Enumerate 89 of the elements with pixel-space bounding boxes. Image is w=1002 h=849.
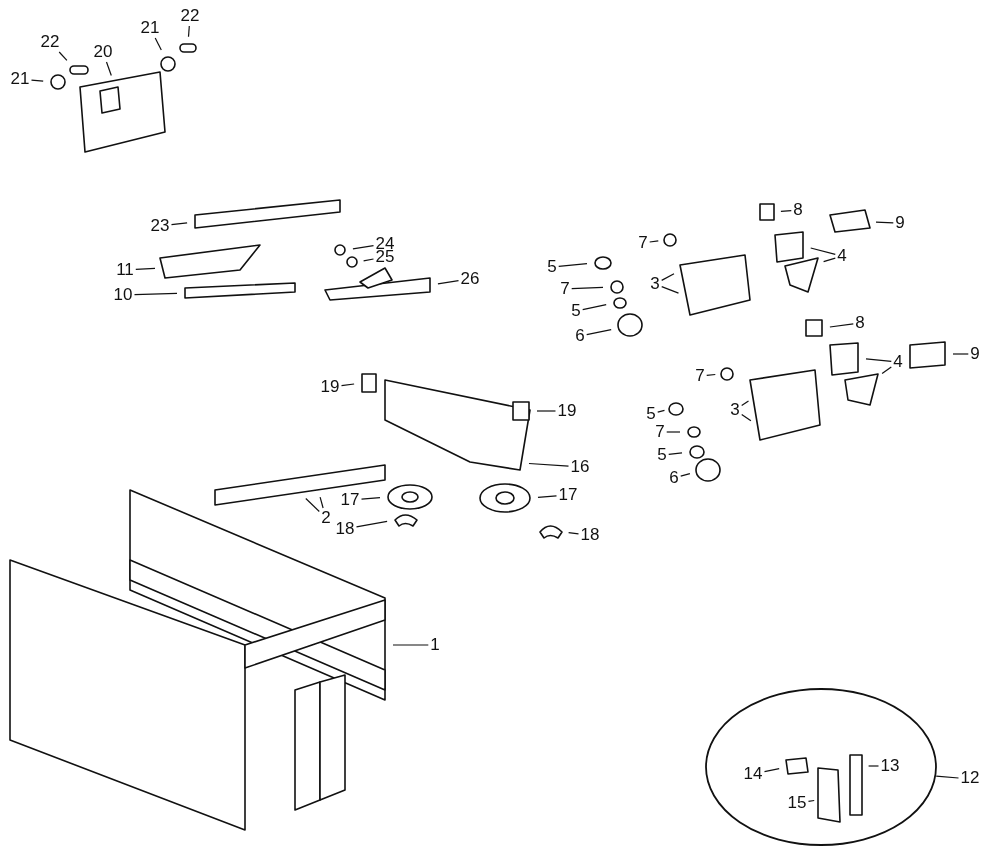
callout-number: 5 <box>547 258 557 276</box>
callout-number: 22 <box>40 33 60 51</box>
leader-line <box>58 51 68 61</box>
callout-number: 12 <box>960 769 980 787</box>
callout-number: 7 <box>638 234 648 252</box>
leader-line <box>133 292 178 296</box>
leader-line <box>305 497 320 513</box>
callout-number: 21 <box>140 19 160 37</box>
callout-number: 5 <box>571 302 581 320</box>
leader-line <box>558 263 588 267</box>
callout-number: 10 <box>113 286 133 304</box>
leader-line <box>536 410 557 412</box>
callout-number: 5 <box>657 446 667 464</box>
leader-line <box>881 366 892 375</box>
callout-number: 7 <box>560 280 570 298</box>
callout-number: 26 <box>460 270 480 288</box>
callout-number: 1 <box>430 636 440 654</box>
leader-line <box>763 768 780 773</box>
leader-line <box>568 532 580 535</box>
callout-number: 8 <box>793 201 803 219</box>
callout-number: 7 <box>695 367 705 385</box>
leader-line <box>528 462 570 467</box>
leader-line <box>170 222 188 226</box>
leader-line <box>868 765 880 767</box>
leader-line <box>360 497 381 500</box>
leader-line <box>741 400 750 407</box>
callout-number: 17 <box>558 486 578 504</box>
leader-line <box>135 267 156 270</box>
callout-number: 3 <box>650 275 660 293</box>
callout-number: 17 <box>340 491 360 509</box>
callout-number: 11 <box>116 261 134 279</box>
callout-number: 23 <box>150 217 170 235</box>
leader-line <box>363 258 375 262</box>
callout-number: 7 <box>655 423 665 441</box>
leader-line <box>187 25 190 38</box>
leader-line <box>666 431 681 433</box>
leader-line <box>810 247 836 255</box>
leader-line <box>649 240 659 243</box>
callout-number: 21 <box>10 70 30 88</box>
callout-number: 25 <box>375 248 395 266</box>
leader-line <box>586 329 612 336</box>
leader-line <box>392 644 429 646</box>
callout-number: 3 <box>730 401 740 419</box>
leader-line <box>661 286 680 294</box>
callout-number: 4 <box>837 247 847 265</box>
callout-number: 18 <box>580 526 600 544</box>
leader-line <box>680 473 691 477</box>
callout-number: 6 <box>575 327 585 345</box>
callout-number: 16 <box>570 458 590 476</box>
leader-line <box>807 799 815 802</box>
leader-line <box>437 280 460 285</box>
detail-inset-ellipse <box>705 688 937 846</box>
callout-number: 6 <box>669 469 679 487</box>
leader-line <box>706 373 716 376</box>
callout-number: 9 <box>895 214 905 232</box>
leader-line <box>537 495 558 498</box>
leader-line <box>105 61 112 77</box>
callout-number: 4 <box>893 353 903 371</box>
callout-number: 13 <box>880 757 900 775</box>
callout-number: 19 <box>557 402 577 420</box>
callout-number: 22 <box>180 7 200 25</box>
leader-line <box>829 323 854 328</box>
leader-line <box>355 520 388 528</box>
leader-line <box>352 245 375 250</box>
leader-line <box>952 353 969 355</box>
leader-line <box>668 452 683 455</box>
callout-number: 8 <box>855 314 865 332</box>
leader-line <box>30 79 44 82</box>
leader-line <box>823 257 836 263</box>
leader-line <box>741 414 752 422</box>
leader-line <box>154 37 162 51</box>
leader-line <box>340 383 355 387</box>
leader-line <box>319 496 324 509</box>
callout-number: 15 <box>787 794 807 812</box>
leader-line <box>582 304 607 311</box>
leader-line <box>875 221 894 224</box>
leader-line <box>780 210 792 212</box>
leader-line <box>865 358 892 362</box>
leader-line <box>661 273 675 281</box>
leader-line <box>657 409 666 413</box>
callout-number: 2 <box>321 509 331 527</box>
leader-line <box>571 286 604 290</box>
callout-number: 9 <box>970 345 980 363</box>
callout-number: 14 <box>743 765 763 783</box>
callout-number: 19 <box>320 378 340 396</box>
leader-line <box>935 775 960 779</box>
callout-number: 20 <box>93 43 113 61</box>
callout-number: 5 <box>646 405 656 423</box>
callout-number: 18 <box>335 520 355 538</box>
